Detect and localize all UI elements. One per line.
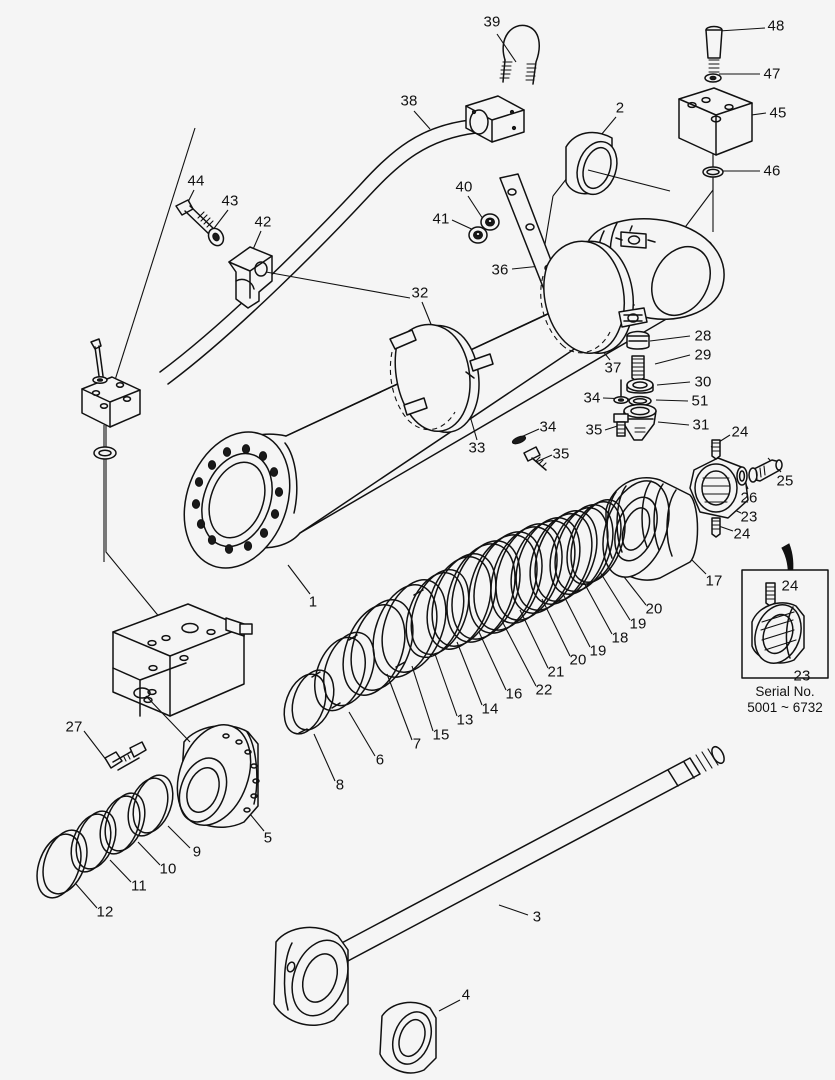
callout-number: 28 [694,327,712,345]
callout-number: 43 [221,192,239,210]
serial-note-line2: 5001 ~ 6732 [747,700,823,715]
callout-number: 31 [692,416,710,434]
callout-number: 36 [491,261,509,279]
part-28-cap [626,330,650,350]
callout-number: 22 [535,681,553,699]
callout-number: 35 [585,421,603,439]
callout-number: 21 [547,663,565,681]
callout-number: 14 [481,700,499,718]
part-26-ring [736,466,748,486]
callout-number: 37 [604,359,622,377]
callout-number: 23 [793,667,811,685]
callout-number: 20 [645,600,663,618]
part-39-eyebolt [499,24,540,85]
callout-number: 27 [65,718,83,736]
callout-number: 48 [767,17,785,35]
part-27-bolt [104,741,147,771]
callout-number: 7 [412,735,422,753]
callout-number: 47 [763,65,781,83]
callout-number: 26 [740,489,758,507]
part-34-washer-right [613,396,629,404]
callout-number: 34 [583,389,601,407]
part-45-valve-block [678,87,753,156]
callout-number: 24 [731,423,749,441]
part-38-tube [159,95,525,385]
callout-number: 32 [411,284,429,302]
callout-number: 24 [781,577,799,595]
callout-number: 25 [776,472,794,490]
part-43-washer [207,227,225,247]
callout-number: 2 [615,99,625,117]
callout-number: 17 [705,572,723,590]
callout-number: 39 [483,13,501,31]
part-5-gland [176,724,260,828]
callout-number: 42 [254,213,272,231]
callout-number: 15 [432,726,450,744]
part-29-screw [631,355,645,383]
callout-number: 34 [539,418,557,436]
serial-note: Serial No. 5001 ~ 6732 [747,684,822,716]
part-46-oring [702,166,724,178]
callout-number: 38 [400,92,418,110]
callout-number: 41 [432,210,450,228]
part-23-hex-nut [689,457,749,519]
callout-number: 23 [740,508,758,526]
part-44-bolt [175,199,216,236]
callout-number: 6 [375,751,385,769]
part-31-fitting [623,403,657,441]
callout-number: 5 [263,829,273,847]
callout-number: 1 [308,593,318,611]
part-30-washer [626,378,654,394]
callout-number: 30 [694,373,712,391]
callout-number: 19 [589,642,607,660]
callout-number: 16 [505,685,523,703]
callout-number: 20 [569,651,587,669]
callout-number: 3 [532,908,542,926]
part-3-piston-rod [273,745,725,1026]
callout-number: 13 [456,711,474,729]
callout-number: 19 [629,615,647,633]
inset-part-23-nut [751,602,805,664]
part-24-setscrew-top [711,439,721,460]
mount-block-left [81,338,141,460]
callout-number: 29 [694,346,712,364]
part-4-bushing [379,1001,437,1074]
serial-note-line1: Serial No. [755,684,815,699]
inset-part-24-setscrew [765,582,776,607]
part-37-clamp [540,225,656,354]
part-32-33-clamp [389,323,547,471]
lower-valve-block [112,603,253,743]
part-40-washer [480,213,500,231]
callout-number: 18 [611,629,629,647]
seal-ring-stack [283,499,626,735]
callout-number: 9 [192,843,202,861]
part-2-bushing [565,131,671,196]
callout-number: 33 [468,439,486,457]
callout-number: 45 [769,104,787,122]
seal-rings-9-12 [36,774,174,899]
callout-number: 40 [455,178,473,196]
serial-inset-box [741,543,829,679]
part-41-nut [468,226,488,244]
callout-number: 35 [552,445,570,463]
part-42-bracket [228,246,411,309]
callout-number: 11 [131,877,147,895]
callout-number: 44 [187,172,205,190]
callout-number: 12 [96,903,114,921]
callout-number: 24 [733,525,751,543]
callout-number: 51 [691,392,709,410]
part-25-pin [748,459,783,483]
callout-number: 46 [763,162,781,180]
part-47-washer [704,73,722,83]
callout-number: 8 [335,776,345,794]
callout-number: 10 [159,860,177,878]
part-35-bolt-right [613,379,629,437]
part-24-setscrew-bottom [711,517,721,538]
callout-number: 4 [461,986,471,1004]
part-48-bolt [705,25,723,73]
